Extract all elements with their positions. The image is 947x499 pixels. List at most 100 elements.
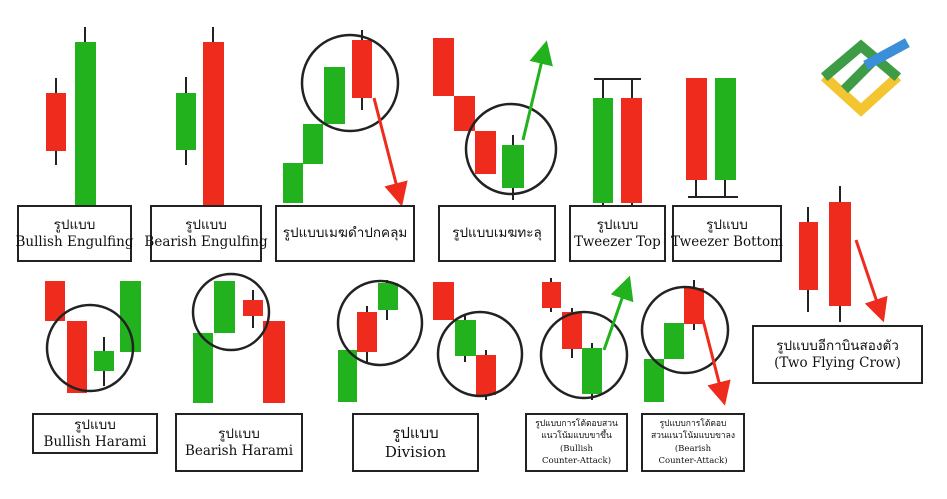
label-bearish-harami: รูปแบบ Bearish Harami — [175, 413, 303, 472]
label-bullish-counter-attack: รูปแบบการโต้ตอบสวน แนวโน้มแบบขาขึ้น (Bul… — [525, 413, 628, 472]
bearish-candle — [357, 312, 377, 352]
label-line: (Bearish — [674, 443, 712, 454]
label-line: Counter-Attack) — [541, 455, 612, 466]
tweezer-top-candles — [593, 78, 642, 205]
up-arrow — [521, 40, 553, 141]
label-line: รูปแบบ — [185, 216, 227, 233]
label-line: Bearish Engulfing — [144, 233, 268, 250]
bearish-candle — [67, 321, 87, 393]
highlight-circle — [640, 285, 730, 375]
bullish-candle — [455, 320, 476, 356]
bearish-candle — [203, 42, 224, 205]
dark-cloud-cover-candles — [283, 30, 408, 207]
bullish-candle — [176, 93, 196, 150]
bullish-candle — [644, 359, 664, 402]
bullish-engulfing-candles — [46, 27, 96, 205]
bearish-candle — [352, 40, 372, 98]
label-line: แนวโน้มแบบขาขึ้น — [541, 431, 612, 442]
bullish-candle — [582, 348, 602, 394]
bullish-candle — [502, 145, 524, 188]
label-line: Division — [384, 442, 447, 461]
label-line: Tweezer Top — [574, 233, 661, 250]
bearish-candle — [263, 321, 285, 403]
bearish-candle — [799, 222, 818, 290]
bearish-candle — [686, 78, 707, 180]
label-line: Bearish Harami — [184, 442, 294, 459]
bearish-harami-candles — [191, 272, 285, 403]
bearish-candle — [475, 131, 496, 174]
label-line: Bullish Harami — [43, 433, 147, 450]
label-bearish-counter-attack: รูปแบบการโต้ตอบ สวนแนวโน้มแบบขาลง (Beari… — [641, 413, 745, 472]
label-line: รูปแบบ — [596, 216, 639, 233]
label-line: (Two Flying Crow) — [774, 354, 901, 371]
bearish-candle — [621, 98, 642, 203]
bullish-candle — [75, 42, 96, 205]
piercing-candles — [433, 38, 558, 200]
label-bullish-harami: รูปแบบ Bullish Harami — [32, 413, 158, 454]
highlight-circle — [464, 102, 558, 196]
bearish-candle — [45, 281, 65, 321]
bullish-candle — [715, 78, 736, 180]
bullish-candle — [664, 323, 684, 359]
bullish-candle — [593, 98, 613, 203]
bullish-candle — [378, 283, 398, 310]
litefinance-logo-icon — [820, 38, 910, 117]
tweezer-bottom-candles — [686, 78, 738, 198]
label-line: Bullish Engulfing — [15, 233, 134, 250]
bullish-candle — [324, 67, 345, 124]
bearish-candle — [243, 300, 263, 316]
down-arrow — [372, 97, 408, 207]
highlight-circle — [436, 310, 524, 398]
label-tweezer-top: รูปแบบ Tweezer Top — [569, 205, 666, 262]
highlight-circle — [45, 303, 135, 393]
bullish-candle — [283, 163, 303, 203]
bearish-counter-attack-candles — [640, 280, 731, 406]
bullish-candle — [193, 333, 213, 403]
bullish-candle — [214, 281, 235, 333]
label-line: Counter-Attack) — [658, 455, 728, 466]
bearish-candle — [684, 288, 704, 324]
down-arrow — [854, 239, 888, 323]
bearish-candle — [433, 282, 454, 320]
bearish-candle — [46, 93, 66, 151]
bullish-candle — [94, 351, 114, 371]
label-division: รูปแบบ Division — [352, 413, 479, 472]
bearish-candle — [433, 38, 454, 96]
label-two-flying-crow: รูปแบบอีกาบินสองตัว (Two Flying Crow) — [752, 325, 923, 384]
bearish-candle — [542, 282, 561, 308]
bullish-candle — [303, 124, 323, 164]
division-candles — [336, 279, 424, 402]
bullish-candle — [120, 281, 141, 352]
label-line: Tweezer Bottom — [671, 233, 783, 250]
label-line: รูปแบบการโต้ตอบ — [659, 418, 727, 429]
bearish-candle — [562, 312, 582, 349]
bullish-candle — [338, 350, 357, 402]
label-line: รูปแบบ — [218, 425, 260, 442]
down-arrow — [701, 319, 731, 406]
label-line: รูปแบบ — [706, 216, 748, 233]
highlight-circle — [336, 279, 424, 367]
label-tweezer-bottom: รูปแบบ Tweezer Bottom — [671, 205, 783, 262]
bullish-harami-candles — [45, 281, 141, 393]
falling-pattern-candles — [433, 282, 524, 400]
highlight-circle — [300, 33, 400, 133]
bearish-candle — [476, 355, 496, 395]
label-dark-cloud-cover: รูปแบบเมฆดำปกคลุม — [275, 205, 415, 262]
label-line: (Bullish — [559, 443, 594, 454]
label-line: รูปแบบ — [53, 216, 96, 233]
label-line: รูปแบบอีกาบินสองตัว — [776, 337, 899, 354]
label-line: รูปแบบเมฆทะลุ — [452, 225, 542, 242]
label-line: รูปแบบ — [392, 423, 439, 442]
bullish-counter-attack-candles — [539, 275, 634, 400]
highlight-circle — [191, 272, 271, 352]
label-line: รูปแบบการโต้ตอบสวน — [535, 418, 618, 429]
label-line: สวนแนวโน้มแบบขาลง — [650, 431, 736, 442]
two-flying-crow-candles — [799, 186, 888, 323]
bearish-candle — [829, 202, 851, 306]
label-line: รูปแบบ — [74, 416, 116, 433]
up-arrow — [602, 275, 634, 351]
label-bearish-engulfing: รูปแบบ Bearish Engulfing — [144, 205, 268, 262]
bearish-engulfing-candles — [176, 27, 224, 205]
label-bullish-engulfing: รูปแบบ Bullish Engulfing — [15, 205, 134, 262]
